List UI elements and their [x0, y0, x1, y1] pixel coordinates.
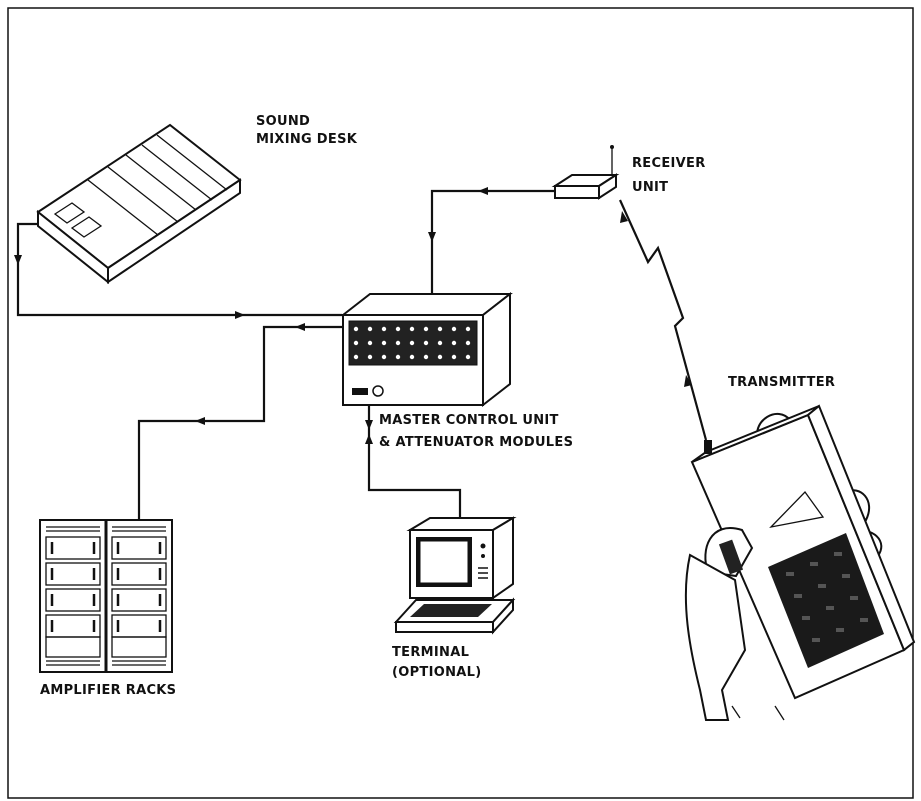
- arrow-right-icon: [235, 311, 245, 319]
- wire-receiver-to-master: [432, 191, 555, 293]
- terminal-label-2: (OPTIONAL): [392, 665, 481, 680]
- arrow-left-icon: [295, 323, 305, 331]
- master-control-unit-icon: [343, 294, 510, 405]
- terminal-label-1: TERMINAL: [392, 645, 469, 660]
- transmitter-label: TRANSMITTER: [728, 375, 835, 390]
- amplifier-racks-icon: [40, 520, 172, 672]
- radio-link-zigzag: [620, 200, 706, 440]
- wire-master-to-amplifier: [139, 327, 342, 520]
- transmitter-icon: [686, 406, 914, 720]
- arrow-down-icon: [428, 232, 436, 242]
- amplifier-label: AMPLIFIER RACKS: [40, 683, 176, 698]
- arrow-left-icon: [195, 417, 205, 425]
- arrow-down-icon: [14, 255, 22, 265]
- mixing-desk-label-2: MIXING DESK: [256, 132, 358, 147]
- arrow-up-icon: [365, 434, 373, 444]
- arrow-down-icon: [365, 420, 373, 430]
- arrow-left-icon: [478, 187, 488, 195]
- mixing-desk-label-1: SOUND: [256, 114, 310, 129]
- mixing-desk-icon: [38, 125, 240, 282]
- receiver-unit-icon: [555, 145, 616, 198]
- terminal-icon: [396, 518, 513, 632]
- master-label-2: & ATTENUATOR MODULES: [379, 435, 573, 450]
- master-label-1: MASTER CONTROL UNIT: [379, 413, 559, 428]
- receiver-label-2: UNIT: [632, 180, 668, 195]
- receiver-label-1: RECEIVER: [632, 156, 706, 171]
